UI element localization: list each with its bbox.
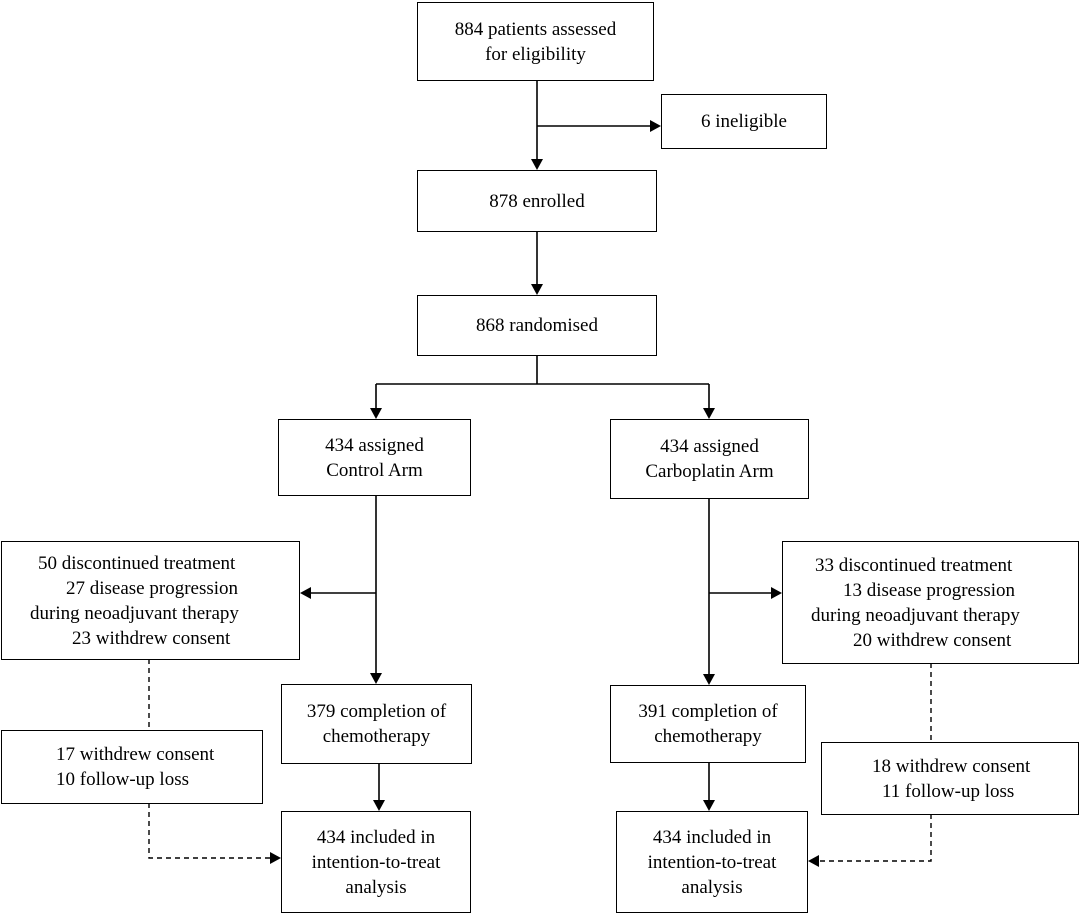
arrowhead <box>531 284 543 295</box>
carboplatin-completion-box: 391 completion of chemotherapy <box>610 685 806 763</box>
box-text-line: intention-to-treat <box>311 851 441 873</box>
connector-randomised-split <box>375 355 710 409</box>
arrowhead <box>703 674 715 685</box>
arrowhead <box>650 120 661 132</box>
control-discontinued-box: 50 discontinued treatment 27 disease prog… <box>1 541 300 660</box>
box-text-line: 434 assigned <box>325 434 424 456</box>
box-text-line: during neoadjuvant therapy <box>30 602 239 624</box>
arrowhead <box>771 587 782 599</box>
box-text-line: 434 included in <box>652 826 772 848</box>
arrowhead <box>370 673 382 684</box>
box-text-line: Control Arm <box>326 459 423 481</box>
box-text-line: 50 discontinued treatment <box>38 552 236 574</box>
ineligible-box: 6 ineligible <box>661 94 827 149</box>
carboplatin-discontinued-box: 33 discontinued treatment 13 disease prog… <box>782 541 1079 664</box>
dashed-connector-carboplatin <box>818 663 932 862</box>
control-completion-box: 379 completion of chemotherapy <box>281 684 472 764</box>
arrowhead <box>370 408 382 419</box>
box-text-line: 391 completion of <box>638 701 778 722</box>
box-text-line: chemotherapy <box>654 726 762 747</box>
carboplatin-included-box: 434 included in intention-to-treat analysi… <box>616 811 808 913</box>
box-text-line: 11 follow-up loss <box>882 780 1015 802</box>
box-text-line: 379 completion of <box>306 701 447 722</box>
arrowhead <box>270 852 281 864</box>
box-text-line: 33 discontinued treatment <box>815 554 1013 576</box>
box-text-line: 434 assigned <box>660 436 759 457</box>
arrowhead <box>373 800 385 811</box>
box-text-line: for eligibility <box>485 43 586 65</box>
box-text-line: Carboplatin Arm <box>645 461 774 482</box>
box-text-line: 6 ineligible <box>700 111 787 132</box>
box-text-line: 18 withdrew consent <box>872 755 1031 777</box>
box-text-line: 10 follow-up loss <box>56 769 189 790</box>
box-text-line: 878 enrolled <box>489 190 585 212</box>
dashed-connector-control <box>148 659 271 859</box>
box-text-line: 20 withdrew consent <box>853 629 1012 651</box>
arrowhead <box>531 159 543 170</box>
box-text-line: 884 patients assessed <box>454 18 617 40</box>
box-text-line: 13 disease progression <box>843 579 1016 601</box>
control-withdrew-box: 17 withdrew consent 10 follow-up loss <box>1 730 263 804</box>
box-text-line: 17 withdrew consent <box>56 744 215 765</box>
box-text-line: during neoadjuvant therapy <box>811 604 1020 626</box>
box-text-line: analysis <box>681 876 743 898</box>
arrowhead <box>808 855 819 867</box>
box-text-line: 27 disease progression <box>66 577 239 599</box>
box-text-line: analysis <box>345 876 407 898</box>
box-text-line: chemotherapy <box>322 726 431 747</box>
control-included-box: 434 included in intention-to-treat analysi… <box>281 811 471 913</box>
enrolled-box: 878 enrolled <box>417 170 657 232</box>
box-text-line: 868 randomised <box>476 315 598 336</box>
arrowhead <box>703 800 715 811</box>
box-text-line: intention-to-treat <box>647 851 777 873</box>
arrowhead <box>703 408 715 419</box>
arrowhead <box>300 587 311 599</box>
carboplatin-withdrew-box: 18 withdrew consent 11 follow-up loss <box>821 742 1079 815</box>
box-text-line: 434 included in <box>316 826 436 848</box>
assessed-box: 884 patients assessed for eligibility <box>417 2 654 81</box>
box-text-line: 23 withdrew consent <box>72 627 231 649</box>
randomised-box: 868 randomised <box>417 295 657 356</box>
